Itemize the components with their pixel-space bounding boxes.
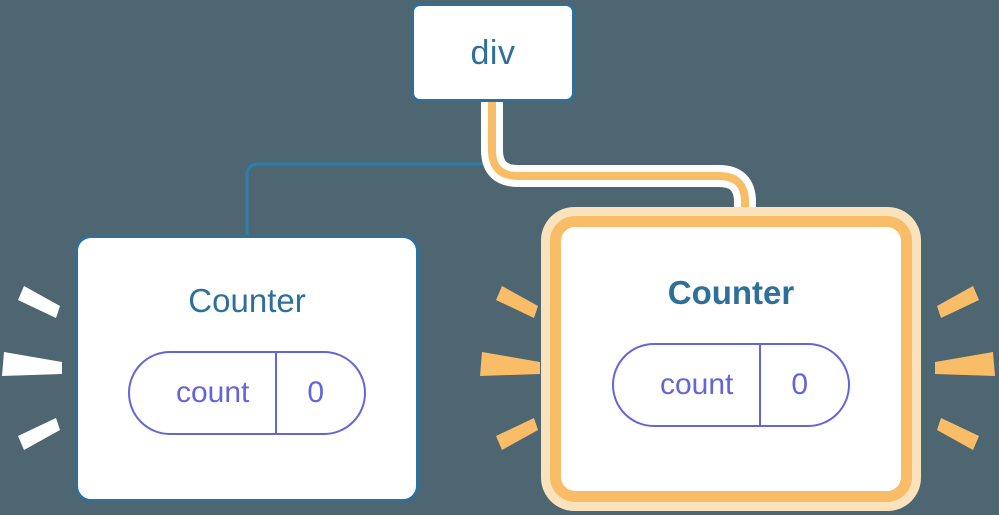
node-counter-right-title: Counter <box>667 274 795 311</box>
state-pill-right: count 0 <box>611 343 851 427</box>
connector-div-to-right-counter <box>488 101 749 238</box>
node-counter-right[interactable]: Counter count 0 <box>561 227 901 491</box>
state-value-label: 0 <box>275 353 364 433</box>
node-div[interactable]: div <box>411 3 575 102</box>
state-pill-left: count 0 <box>127 351 367 435</box>
node-div-label: div <box>470 33 516 72</box>
node-counter-left[interactable]: Counter count 0 <box>75 235 419 502</box>
connector-div-to-left-counter <box>245 99 494 238</box>
state-key-label: count <box>175 376 250 409</box>
node-counter-left-title: Counter <box>188 282 306 319</box>
state-value-label: 0 <box>759 345 848 425</box>
state-key-label: count <box>659 368 734 401</box>
connector-halo <box>481 101 756 238</box>
